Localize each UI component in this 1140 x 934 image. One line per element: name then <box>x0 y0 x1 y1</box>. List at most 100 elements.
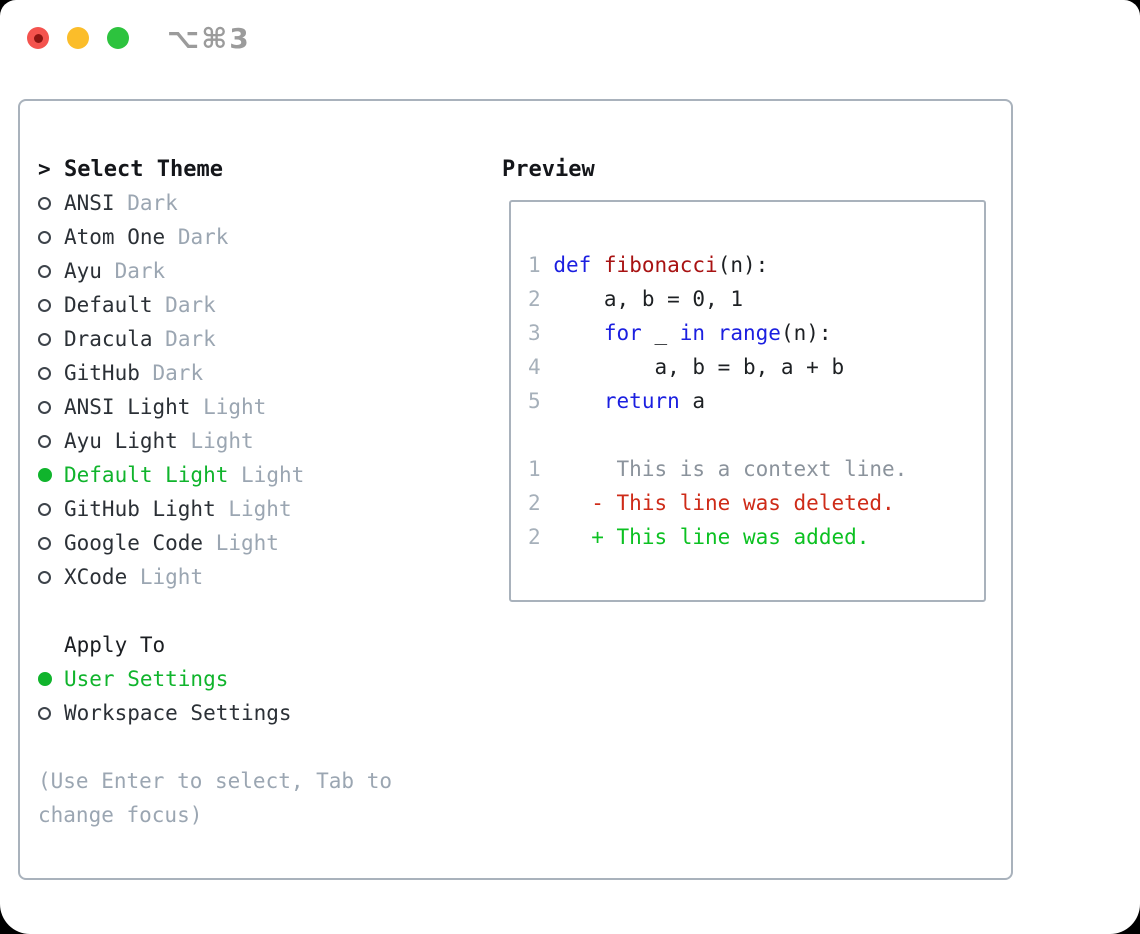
close-button[interactable] <box>27 27 49 49</box>
code-token: a, b = 0, 1 <box>553 287 743 311</box>
option-label: Workspace Settings <box>64 701 292 725</box>
code-token <box>553 525 591 549</box>
theme-option[interactable]: Atom One Dark <box>38 220 478 254</box>
code-token: for <box>603 321 642 345</box>
code-token <box>553 321 604 345</box>
code-token: return <box>603 389 680 413</box>
theme-option[interactable]: Default Dark <box>38 288 478 322</box>
spacer <box>38 594 478 628</box>
option-variant-label: Light <box>241 463 305 487</box>
theme-option[interactable]: ANSI Light Light <box>38 390 478 424</box>
option-variant-label: Light <box>139 565 204 589</box>
theme-option[interactable]: Default Light Light <box>38 458 478 492</box>
close-button-dot <box>33 33 43 43</box>
radio-unselected-icon <box>38 434 51 448</box>
theme-option[interactable]: Ayu Light Light <box>38 424 478 458</box>
option-label: GitHub Light <box>64 497 216 521</box>
option-label: Default <box>64 293 153 317</box>
minimize-button[interactable] <box>67 27 89 49</box>
apply-to-title: Apply To <box>64 633 166 657</box>
code-token: fibonacci <box>603 253 718 277</box>
radio-unselected-icon <box>38 264 51 278</box>
option-variant-label: Dark <box>177 225 229 249</box>
code-token <box>591 253 604 277</box>
code-token: (n): <box>780 321 832 345</box>
theme-option[interactable]: Dracula Dark <box>38 322 478 356</box>
line-number <box>528 423 541 447</box>
option-label: User Settings <box>64 667 229 691</box>
option-label: ANSI <box>64 191 115 215</box>
help-text: (Use Enter to select, Tab to change focu… <box>38 769 393 827</box>
code-token <box>553 491 591 515</box>
titlebar: ⌥⌘3 <box>0 0 1140 76</box>
option-label: Default Light <box>64 463 229 487</box>
option-label: Atom One <box>64 225 166 249</box>
option-label: ANSI Light <box>64 395 191 419</box>
radio-unselected-icon <box>38 570 51 584</box>
line-number: 1 <box>528 457 541 481</box>
zoom-button[interactable] <box>107 27 129 49</box>
option-variant-label: Dark <box>165 293 216 317</box>
radio-unselected-icon <box>38 366 51 380</box>
option-variant-label: Dark <box>165 327 216 351</box>
line-number: 2 <box>528 287 541 311</box>
option-variant-label: Light <box>228 497 292 521</box>
radio-unselected-icon <box>38 196 51 210</box>
code-token <box>705 321 718 345</box>
theme-option[interactable]: Ayu Dark <box>38 254 478 288</box>
radio-selected-icon <box>38 468 52 482</box>
select-theme-header: > Select Theme <box>38 152 478 186</box>
code-token: in <box>679 321 706 345</box>
theme-option[interactable]: XCode Light <box>38 560 478 594</box>
code-token: (n): <box>717 253 769 277</box>
theme-option[interactable]: ANSI Dark <box>38 186 478 220</box>
option-label: Ayu <box>64 259 102 283</box>
option-label: Ayu Light <box>64 429 178 453</box>
code-token <box>553 389 604 413</box>
option-variant-label: Light <box>190 429 254 453</box>
radio-unselected-icon <box>38 706 51 720</box>
option-variant-label: Dark <box>127 191 178 215</box>
radio-unselected-icon <box>38 536 51 550</box>
apply-option[interactable]: Workspace Settings <box>38 696 478 730</box>
option-variant-label: Dark <box>152 361 204 385</box>
option-variant-label: Light <box>215 531 279 555</box>
radio-unselected-icon <box>38 298 51 312</box>
option-variant-label: Light <box>203 395 267 419</box>
focus-caret: > <box>38 157 51 181</box>
preview-header: Preview <box>502 152 992 186</box>
option-label: XCode <box>64 565 128 589</box>
theme-option[interactable]: GitHub Dark <box>38 356 478 390</box>
line-number: 1 <box>528 253 541 277</box>
radio-unselected-icon <box>38 332 51 346</box>
code-token: + This line was added. <box>591 525 870 549</box>
preview-column: Preview 1 def fibonacci(n): 2 a, b = 0, … <box>502 152 992 602</box>
line-number: 5 <box>528 389 541 413</box>
code-token: def <box>553 253 592 277</box>
window-shortcut-label: ⌥⌘3 <box>167 22 251 55</box>
theme-option[interactable]: Google Code Light <box>38 526 478 560</box>
spacer <box>38 730 478 764</box>
option-label: Dracula <box>64 327 153 351</box>
code-token: a <box>679 389 706 413</box>
code-token: range <box>717 321 781 345</box>
theme-option[interactable]: GitHub Light Light <box>38 492 478 526</box>
line-number: 3 <box>528 321 541 345</box>
select-theme-title: Select Theme <box>64 156 223 182</box>
preview-title: Preview <box>502 156 595 182</box>
option-variant-label: Dark <box>114 259 166 283</box>
apply-to-header: Apply To <box>38 628 478 662</box>
apply-option[interactable]: User Settings <box>38 662 478 696</box>
line-number: 2 <box>528 525 541 549</box>
line-number: 4 <box>528 355 541 379</box>
radio-selected-icon <box>38 672 52 686</box>
code-token: - This line was deleted. <box>591 491 895 515</box>
preview-box: 1 def fibonacci(n): 2 a, b = 0, 1 3 for … <box>509 200 986 602</box>
option-label: Google Code <box>64 531 204 555</box>
radio-unselected-icon <box>38 502 51 516</box>
